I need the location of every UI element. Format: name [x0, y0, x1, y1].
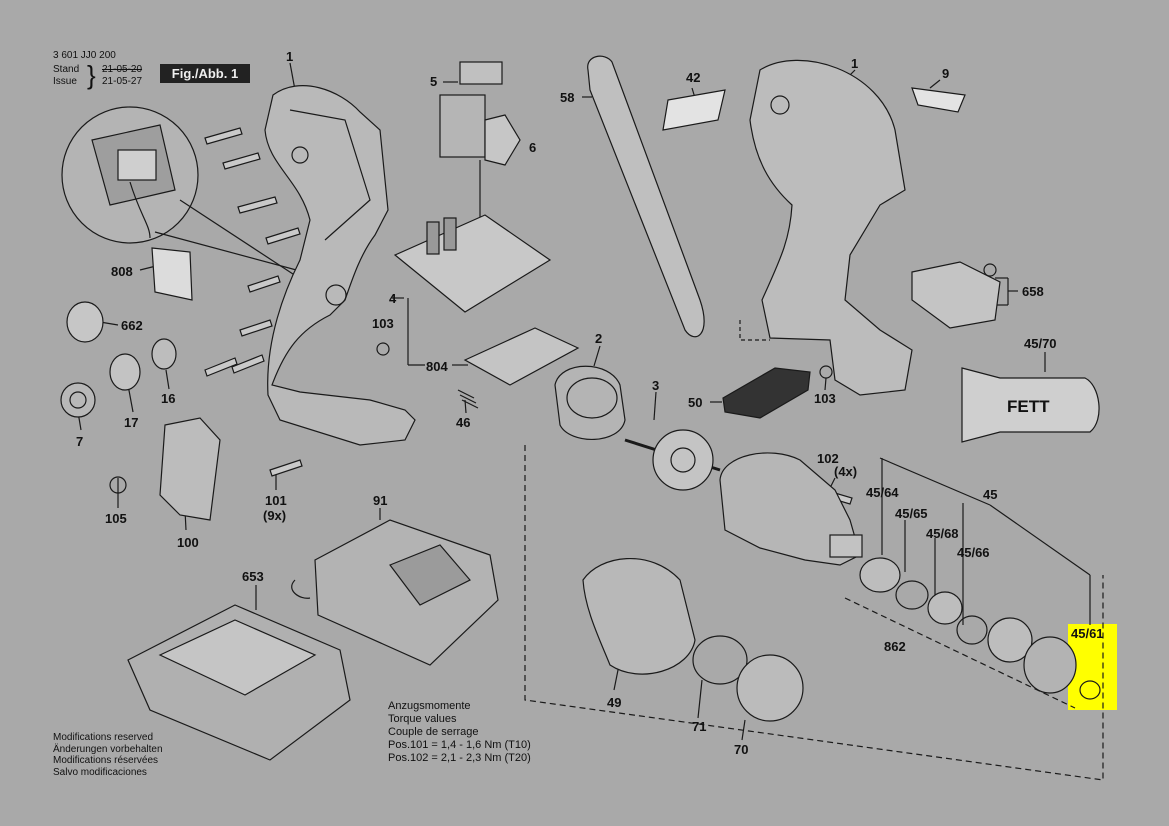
part-label-46: 46: [456, 415, 471, 430]
part-label-42: 42: [686, 70, 701, 85]
part-label-804: 804: [426, 359, 448, 374]
note-line: Änderungen vorbehalten: [53, 743, 163, 755]
note-line: Modifications reserved: [53, 732, 154, 743]
note-line: Modifications réservées: [53, 755, 159, 766]
part-label-58: 58: [560, 90, 575, 105]
part-label-2: 2: [595, 331, 603, 346]
part-label-50: 50: [688, 395, 703, 410]
part-label-49: 49: [607, 695, 622, 710]
part-label-45-64: 45/64: [866, 485, 899, 500]
part-label-3: 3: [652, 378, 660, 393]
part-label-1-left: 1: [286, 49, 294, 64]
part-label-6: 6: [529, 140, 537, 155]
part-label-102-qty: (4x): [834, 464, 858, 479]
torque-heading-de: Anzugsmomente: [388, 700, 471, 712]
part-label-662: 662: [121, 318, 143, 333]
part-label-45-68: 45/68: [926, 526, 959, 541]
part-label-103-right: 103: [814, 391, 836, 406]
figure-label: Fig./Abb. 1: [160, 64, 250, 83]
part-label-5: 5: [430, 74, 438, 89]
brace-icon: }: [87, 60, 96, 90]
part-label-100: 100: [177, 535, 199, 550]
part-label-653: 653: [242, 569, 264, 584]
part-label-105: 105: [105, 511, 127, 526]
part-label-102: 102: [817, 451, 839, 466]
stand-date: 21-05-20: [102, 64, 143, 75]
part-label-9: 9: [942, 66, 950, 81]
part-label-4: 4: [389, 291, 397, 306]
issue-label: Issue: [53, 76, 77, 87]
part-label-45: 45: [983, 487, 998, 502]
part-label-45-70: 45/70: [1024, 336, 1057, 351]
note-line: Salvo modificaciones: [53, 766, 147, 778]
part-label-16: 16: [161, 391, 176, 406]
part-label-45-65: 45/65: [895, 506, 928, 521]
stand-label: Stand: [53, 64, 80, 75]
torque-pos-101: Pos.101 = 1,4 - 1,6 Nm (T10): [388, 739, 531, 751]
issue-date: 21-05-27: [102, 76, 143, 87]
fett-label: FETT: [1007, 397, 1050, 416]
part-label-70: 70: [734, 742, 749, 757]
part-label-658: 658: [1022, 284, 1044, 299]
torque-pos-102: Pos.102 = 2,1 - 2,3 Nm (T20): [388, 752, 531, 764]
part-label-101-qty: (9x): [263, 508, 287, 523]
part-label-45-61: 45/61: [1071, 626, 1104, 641]
part-label-17: 17: [124, 415, 139, 430]
torque-heading-fr: Couple de serrage: [388, 726, 479, 738]
part-label-862: 862: [884, 639, 906, 654]
torque-heading-en: Torque values: [388, 713, 457, 725]
part-label-7: 7: [76, 434, 84, 449]
part-label-71: 71: [692, 719, 707, 734]
modifications-notes: Modifications reserved Änderungen vorbeh…: [53, 732, 163, 778]
part-label-91: 91: [373, 493, 388, 508]
part-label-101: 101: [265, 493, 287, 508]
part-label-103-left: 103: [372, 316, 394, 331]
doc-number: 3 601 JJ0 200: [53, 50, 116, 61]
part-label-45-66: 45/66: [957, 545, 990, 560]
part-label-808: 808: [111, 264, 133, 279]
torque-values: Anzugsmomente Torque values Couple de se…: [388, 700, 531, 765]
part-label-1-right: 1: [851, 56, 859, 71]
